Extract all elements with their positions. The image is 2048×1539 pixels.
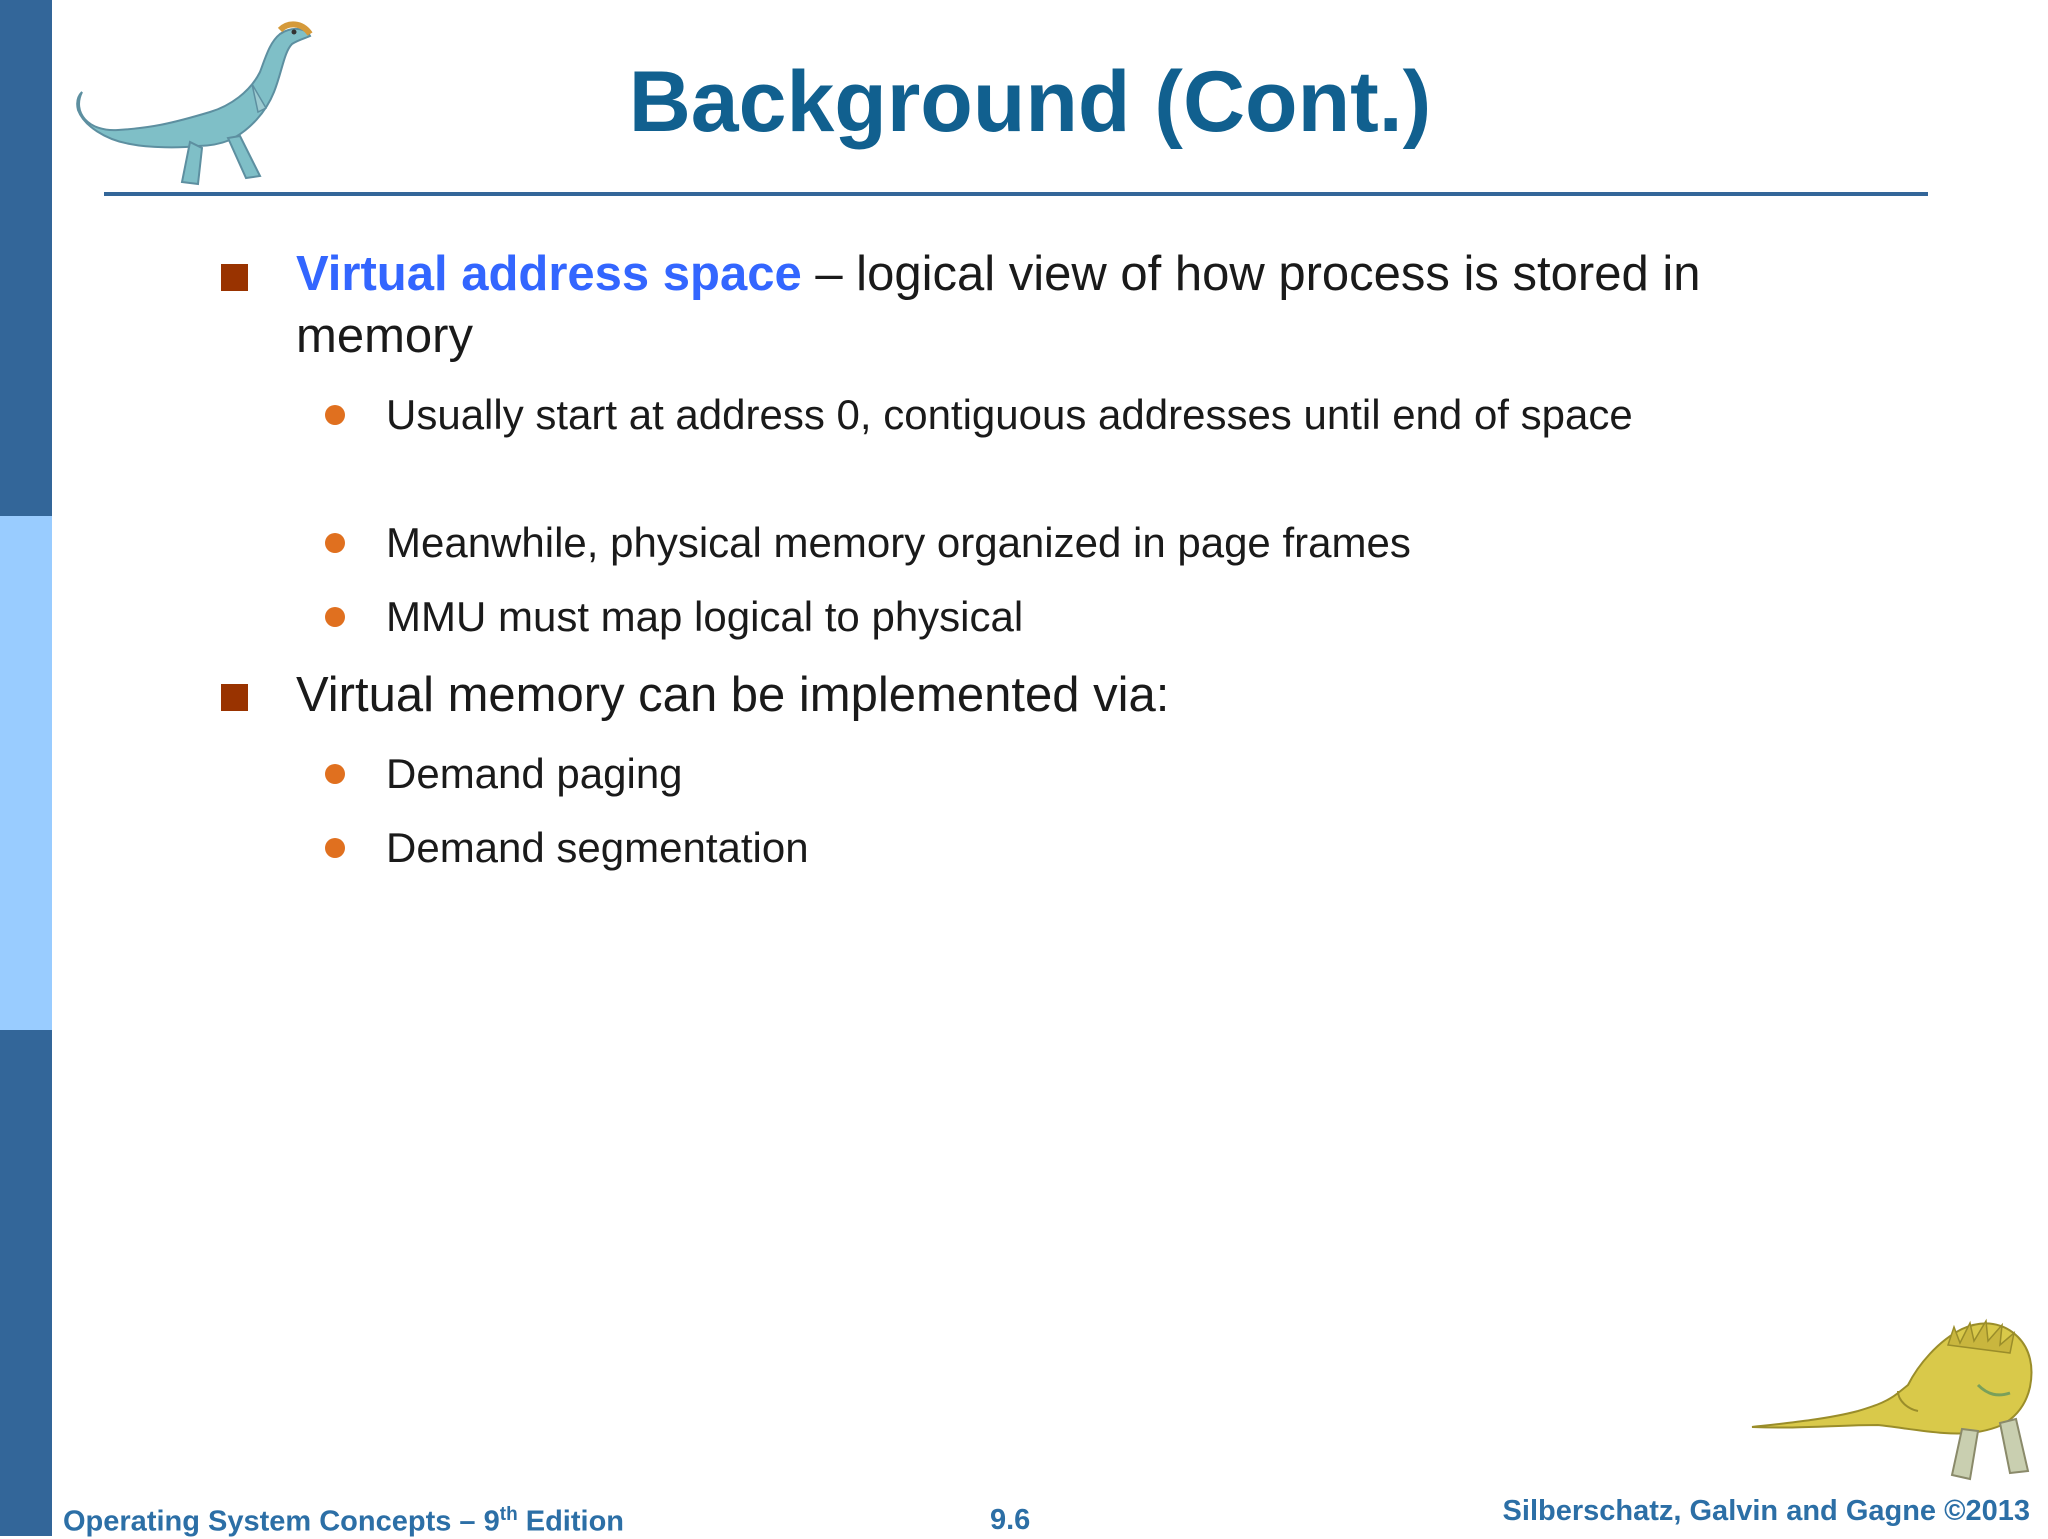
sidebar-stripe-top — [0, 0, 52, 516]
circle-bullet-icon — [325, 405, 345, 425]
sub-bullet: Usually start at address 0, contiguous a… — [386, 391, 1633, 438]
circle-bullet-icon — [325, 607, 345, 627]
circle-bullet-icon — [325, 838, 345, 858]
square-bullet-icon — [221, 684, 248, 711]
footer-copyright: Silberschatz, Galvin and Gagne ©2013 — [1502, 1495, 2030, 1527]
sub-bullet: MMU must map logical to physical — [386, 593, 1024, 640]
circle-bullet-icon — [325, 533, 345, 553]
term-highlight: Virtual address space — [296, 247, 802, 301]
footer-book-prefix: Operating System Concepts – 9 — [63, 1505, 500, 1538]
sub-bullet: Meanwhile, physical memory organized in … — [386, 519, 1411, 566]
bullet-text: – logical view of how process is stored … — [296, 247, 1701, 363]
sidebar-stripe-middle — [0, 516, 52, 1030]
bullet-virtual-address-space: Virtual address space – logical view of … — [296, 243, 1716, 367]
footer-book-title: Operating System Concepts – 9th Edition — [63, 1504, 624, 1539]
sub-bullet: Demand paging — [386, 750, 683, 797]
sidebar-stripe-bottom — [0, 1030, 52, 1536]
dinosaur-icon — [1751, 1318, 2033, 1481]
slide-title: Background (Cont.) — [628, 54, 1432, 150]
footer-book-sup: th — [499, 1504, 518, 1525]
title-divider — [104, 192, 1928, 196]
circle-bullet-icon — [325, 764, 345, 784]
bullet-virtual-memory: Virtual memory can be implemented via: — [296, 668, 1170, 722]
sub-bullet: Demand segmentation — [386, 824, 809, 871]
square-bullet-icon — [221, 264, 248, 291]
footer-page-number: 9.6 — [990, 1504, 1031, 1536]
footer-book-suffix: Edition — [517, 1505, 625, 1538]
dinosaur-icon — [76, 21, 313, 186]
